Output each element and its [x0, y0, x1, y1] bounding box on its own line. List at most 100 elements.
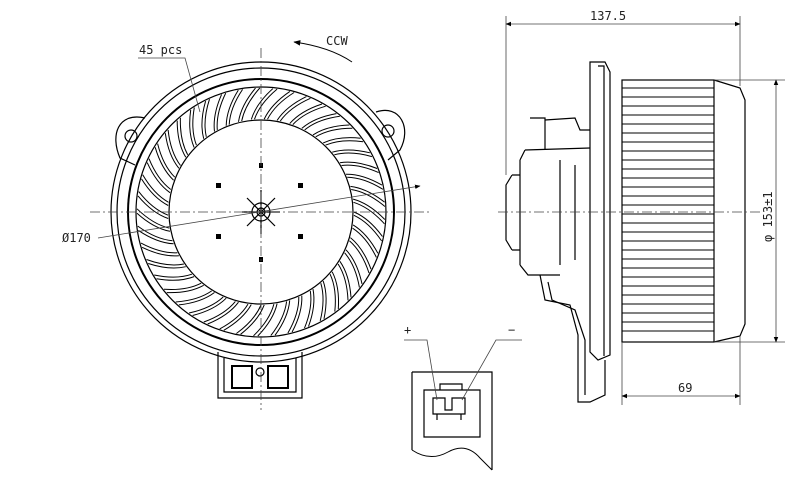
fan-blade-edge	[228, 89, 244, 125]
connector-key	[439, 383, 463, 390]
fan-blade	[350, 237, 372, 270]
fan-blade	[176, 120, 187, 158]
fan-blade	[201, 100, 207, 139]
fan-blade-edge	[279, 97, 311, 122]
fan-blade	[274, 300, 291, 336]
fan-blade-edge	[140, 242, 178, 254]
wheel-diameter-label: φ 153±1	[761, 191, 775, 242]
fan-blade-edge	[353, 214, 383, 242]
fan-blade	[240, 304, 265, 335]
fan-blade	[289, 103, 323, 124]
fan-blade-edge	[352, 227, 377, 258]
polarity-leaders	[404, 339, 522, 401]
connector-housing	[217, 352, 303, 399]
fan-blade	[339, 161, 378, 169]
fan-blade	[156, 276, 195, 281]
fan-blade-edge	[219, 303, 249, 330]
fan-blade	[257, 303, 278, 337]
fan-blade-edge	[216, 92, 227, 130]
fan-blade-edge	[188, 296, 224, 314]
mounting-lug-left	[115, 116, 146, 166]
fan-blade-edge	[203, 301, 236, 323]
fan-blade	[350, 185, 385, 203]
length-dimension	[505, 16, 741, 175]
wheel-height-label: 69	[678, 381, 692, 395]
fan-blade-edge	[192, 107, 197, 146]
rotation-arrow	[293, 40, 353, 63]
fan-blade-edge	[267, 92, 295, 120]
length-label: 137.5	[590, 9, 626, 23]
fan-blade-edge	[349, 240, 370, 274]
fan-blade	[207, 301, 239, 325]
fan-blade-edge	[270, 301, 288, 336]
fan-blade	[345, 249, 363, 285]
fan-blades	[136, 87, 386, 337]
fan-blade-edge	[325, 140, 364, 146]
fan-blade	[331, 271, 340, 310]
fan-blade	[148, 263, 186, 269]
fan-blade-edge	[136, 208, 170, 229]
negative-label: −	[508, 323, 515, 337]
fan-blade	[308, 289, 315, 327]
fan-blade	[312, 124, 350, 136]
fan-blade	[138, 229, 174, 245]
fan-blade-edge	[253, 303, 275, 337]
flange-plate	[589, 61, 611, 361]
wheel-height-dimension	[621, 336, 741, 405]
fan-blade-edge	[334, 152, 373, 158]
fan-blade	[141, 246, 179, 257]
fan-blade	[189, 109, 195, 148]
fan-blade-edge	[179, 117, 189, 155]
fan-blade	[141, 178, 169, 206]
wheel-diameter-dimension	[714, 79, 785, 343]
lower-bracket	[539, 274, 606, 403]
fan-blade-edge	[353, 201, 385, 225]
fan-blade	[322, 137, 361, 144]
rotation-label: CCW	[326, 34, 348, 48]
fan-blade-edge	[344, 252, 360, 288]
fan-blade	[213, 94, 223, 132]
fan-blade-edge	[146, 259, 184, 266]
fan-blade	[192, 297, 227, 316]
blade-count-label: 45 pcs	[139, 43, 182, 57]
fan-blade	[276, 96, 307, 121]
fan-blade	[166, 284, 204, 294]
fan-blade-edge	[142, 174, 169, 203]
fan-blade-edge	[304, 115, 340, 131]
fan-blade-edge	[167, 129, 181, 166]
fan-blade-edge	[292, 105, 326, 125]
mounting-lug-right	[375, 109, 406, 161]
fan-blade-edge	[175, 290, 212, 303]
motor-body	[519, 147, 591, 276]
side-view	[505, 61, 746, 403]
fan-blade	[137, 195, 169, 219]
blower-wheel	[621, 79, 715, 343]
fan-blade	[136, 212, 171, 232]
fan-blade-edge	[236, 304, 262, 334]
fan-blade-edge	[154, 273, 193, 278]
positive-label: +	[404, 323, 411, 337]
fan-blade-edge	[138, 191, 169, 216]
fan-blade-edge	[337, 263, 349, 301]
fan-blade-edge	[287, 296, 300, 334]
fan-blade-edge	[329, 273, 336, 312]
fan-blade-edge	[341, 164, 379, 174]
fan-blade	[225, 89, 239, 126]
fan-blade-edge	[351, 189, 386, 207]
fan-blade	[332, 149, 371, 154]
fan-blade	[238, 87, 256, 122]
fan-blade	[345, 173, 383, 186]
fan-blade	[154, 147, 174, 181]
fan-blade-edge	[241, 87, 261, 122]
fan-blade-edge	[319, 283, 324, 322]
fan-blade	[322, 280, 327, 319]
fan-blade-edge	[347, 176, 384, 190]
fan-blade-edge	[157, 143, 176, 178]
fan-blade	[291, 295, 303, 333]
fan-blade	[164, 133, 180, 169]
fan-blade	[223, 304, 252, 331]
fan-blade-edge	[304, 290, 312, 329]
fan-blade-edge	[148, 158, 172, 190]
fan-blade	[352, 224, 379, 254]
